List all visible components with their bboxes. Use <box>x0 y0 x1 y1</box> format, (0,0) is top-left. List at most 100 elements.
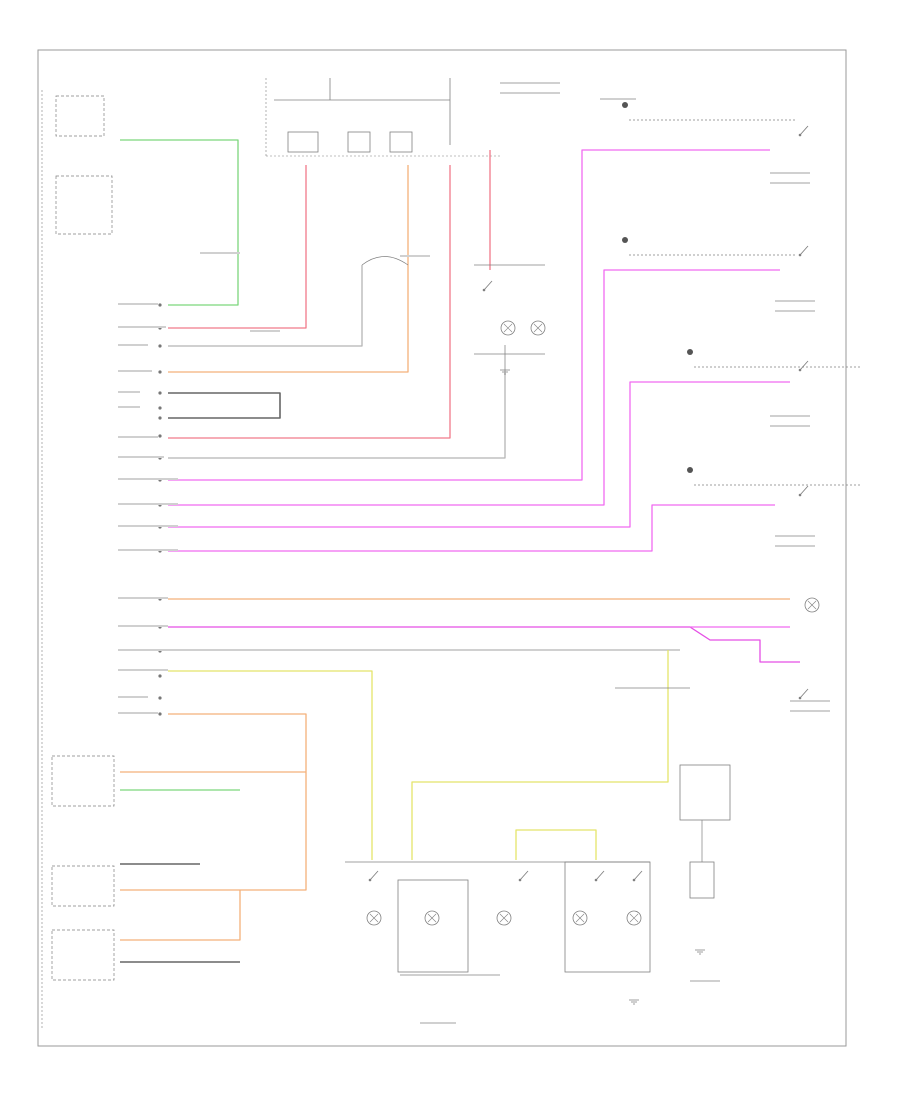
switch-right-4-pivot <box>798 493 802 497</box>
bottom-lamp-3 <box>496 910 512 926</box>
bottom-switch-1-pivot <box>368 878 372 882</box>
switch-right-5-pivot <box>798 696 802 700</box>
illegible-label-mark <box>770 172 810 174</box>
wire-grey-1 <box>168 265 363 347</box>
module-lower-left-1 <box>51 755 115 807</box>
diagram-frame <box>37 49 847 1047</box>
wire-grey-2 <box>168 345 506 459</box>
illegible-label-mark <box>118 625 168 627</box>
wire-orange-3 <box>120 713 307 891</box>
module-upper-left <box>55 175 113 235</box>
module-lower-left-2 <box>51 865 115 907</box>
splice-node <box>158 674 162 678</box>
wire-orange-5 <box>120 890 241 941</box>
illegible-label-mark <box>118 406 140 408</box>
ground-symbol <box>695 949 705 955</box>
bottom-lamp-1-filament <box>369 913 379 923</box>
splice-node <box>158 406 162 410</box>
bottom-switch-2-pivot <box>518 878 522 882</box>
bottom-lamp-1 <box>366 910 382 926</box>
indicator-4 <box>687 467 693 473</box>
wire-yellow-3 <box>515 829 597 860</box>
bottom-switch-3-pivot <box>594 878 598 882</box>
switch-center <box>483 280 493 291</box>
indicator-3 <box>687 349 693 355</box>
module-lower-left-3 <box>51 929 115 981</box>
illegible-label-mark <box>775 545 815 547</box>
wire-pink-4 <box>168 504 775 552</box>
splice-node <box>158 391 162 395</box>
lamp-right-filament <box>807 600 817 610</box>
switch-right-3-pivot <box>798 368 802 372</box>
illegible-label-mark <box>775 300 815 302</box>
indicator-2 <box>622 237 628 243</box>
splice-node <box>158 712 162 716</box>
fuse-1 <box>287 131 319 153</box>
wire-pink-1 <box>168 149 770 481</box>
illegible-label-mark <box>118 503 178 505</box>
illegible-label-mark <box>420 1022 456 1024</box>
illegible-label-mark <box>118 669 168 671</box>
illegible-label-mark <box>770 182 810 184</box>
fuse-3 <box>389 131 413 153</box>
bottom-switch-3 <box>595 870 605 881</box>
indicator-1 <box>622 102 628 108</box>
switch-right-5 <box>799 688 809 699</box>
wire-green-row1 <box>168 245 239 306</box>
switch-right-1-pivot <box>798 133 802 137</box>
wire-yellow-1 <box>168 670 373 860</box>
illegible-label-mark <box>118 326 166 328</box>
illegible-label-mark <box>500 92 560 94</box>
illegible-label-mark <box>500 82 560 84</box>
illegible-label-mark <box>600 98 636 100</box>
illegible-label-mark <box>118 370 152 372</box>
bottom-lamp-3-filament <box>499 913 509 923</box>
bottom-lamp-2-filament <box>427 913 437 923</box>
ground-symbol <box>500 369 510 375</box>
bottom-switch-1 <box>369 870 379 881</box>
illegible-label-mark <box>118 696 148 698</box>
illegible-label-mark <box>770 415 810 417</box>
lamp-center-2 <box>530 320 546 336</box>
lamp-right <box>804 597 820 613</box>
switch-right-2-pivot <box>798 253 802 257</box>
bottom-switch-4 <box>633 870 643 881</box>
lamp-center-1-filament <box>503 323 513 333</box>
splice-node <box>158 370 162 374</box>
illegible-label-mark <box>118 712 158 714</box>
right-lower-module <box>679 764 731 821</box>
illegible-label-mark <box>118 303 158 305</box>
bottom-lamp-5 <box>626 910 642 926</box>
illegible-label-mark <box>770 425 810 427</box>
illegible-label-mark <box>118 391 140 393</box>
illegible-label-mark <box>790 710 830 712</box>
bottom-lamp-4 <box>572 910 588 926</box>
bottom-module-1 <box>397 879 469 973</box>
wire-orange-1 <box>168 165 409 373</box>
switch-right-3 <box>799 360 809 371</box>
wire-pink-3 <box>168 381 790 528</box>
illegible-label-mark <box>118 478 178 480</box>
wire-red-2 <box>168 165 451 439</box>
illegible-label-mark <box>790 700 830 702</box>
splice-node <box>158 696 162 700</box>
bottom-switch-4-pivot <box>632 878 636 882</box>
fuse-2 <box>347 131 371 153</box>
wire-green-top <box>120 139 239 245</box>
bottom-module-2 <box>564 861 651 973</box>
right-lower-connector <box>689 861 715 899</box>
switch-right-1 <box>799 125 809 136</box>
illegible-label-mark <box>775 535 815 537</box>
wire-black-1 <box>168 392 281 419</box>
lamp-center-2-filament <box>533 323 543 333</box>
switch-center-pivot <box>482 288 486 292</box>
switch-right-4 <box>799 485 809 496</box>
illegible-label-mark <box>118 525 178 527</box>
module-top-left <box>55 95 105 137</box>
splice-node <box>158 416 162 420</box>
lamp-center-1 <box>500 320 516 336</box>
splice-node <box>158 303 162 307</box>
illegible-label-mark <box>200 252 240 254</box>
illegible-label-mark <box>118 597 168 599</box>
